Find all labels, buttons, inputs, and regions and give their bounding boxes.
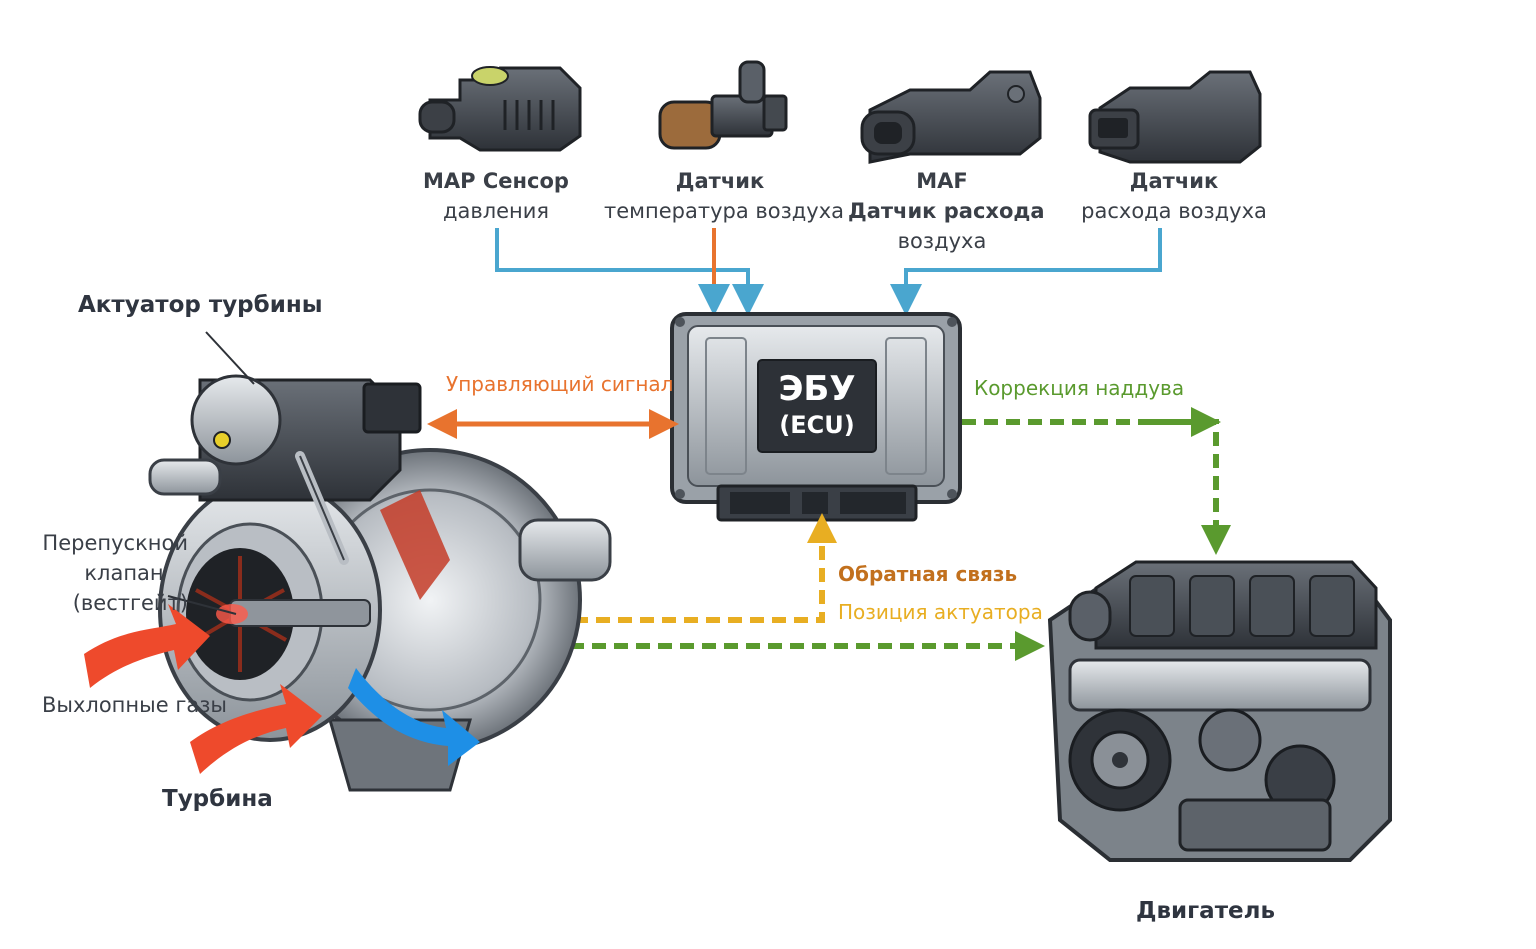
- map-sensor-icon: [418, 66, 582, 152]
- intake-flow-arrow: [348, 668, 480, 766]
- intake-air-temp-sensor-icon: [658, 60, 788, 150]
- maf-sensor-title: MAF: [916, 169, 968, 193]
- map-sensor-wire: [495, 228, 764, 316]
- wastegate-line2: клапан: [84, 561, 164, 585]
- flow-sensor-subtitle: расхода воздуха: [1081, 199, 1267, 223]
- air-flow-sensor-icon: [1088, 70, 1262, 164]
- maf-sensor-icon: [860, 70, 1042, 164]
- engine-label: Двигатель: [1136, 898, 1276, 924]
- control-signal-label: Управляющий сигнал: [446, 372, 674, 396]
- maf-sensor-label: MAF Датчик расхода воздуха: [848, 166, 1045, 256]
- iat-sensor-label: Датчик температура воздуха: [604, 166, 845, 226]
- boost-correction-label: Коррекция наддува: [974, 376, 1185, 400]
- turbine-label: Турбина: [162, 786, 273, 812]
- wastegate-line1: Перепускной: [42, 531, 188, 555]
- actuator-leader-line: [205, 331, 255, 385]
- map-sensor-subtitle: давления: [442, 199, 550, 223]
- exhaust-flow-arrow-upper: [84, 604, 210, 688]
- actuator-label: Актуатор турбины: [78, 292, 323, 318]
- iat-sensor-title: Датчик: [675, 169, 765, 193]
- map-sensor-title: MAP Сенсор: [423, 169, 569, 193]
- ecu-title: ЭБУ: [778, 369, 856, 409]
- iat-sensor-subtitle: температура воздуха: [604, 199, 845, 223]
- actuator-position-label: Позиция актуатора: [838, 600, 1043, 624]
- wastegate-leader-line: [167, 595, 237, 615]
- flow-sensor-label: Датчик расхода воздуха: [1080, 166, 1268, 226]
- ecu-box: [670, 312, 962, 522]
- boost-correction-arrow: [962, 419, 1231, 555]
- map-sensor-label: MAP Сенсор давления: [416, 166, 576, 226]
- wastegate-line3: (вестгейт): [72, 591, 188, 615]
- engine-icon: [1047, 560, 1392, 862]
- ecu-subtitle: (ECU): [779, 411, 855, 439]
- flow-sensor-title: Датчик: [1129, 169, 1219, 193]
- flow-sensor-wire: [890, 228, 1162, 316]
- ecu-label: ЭБУ (ECU): [758, 368, 876, 440]
- maf-sensor-subtitle: воздуха: [897, 229, 987, 253]
- maf-sensor-title2: Датчик расхода: [848, 199, 1045, 223]
- exhaust-label: Выхлопные газы: [42, 693, 227, 717]
- feedback-arrow: [552, 513, 837, 623]
- wastegate-label: Перепускной клапан (вестгейт): [20, 528, 188, 618]
- exhaust-flow-arrow-lower: [190, 684, 322, 774]
- feedback-label: Обратная связь: [838, 562, 1018, 586]
